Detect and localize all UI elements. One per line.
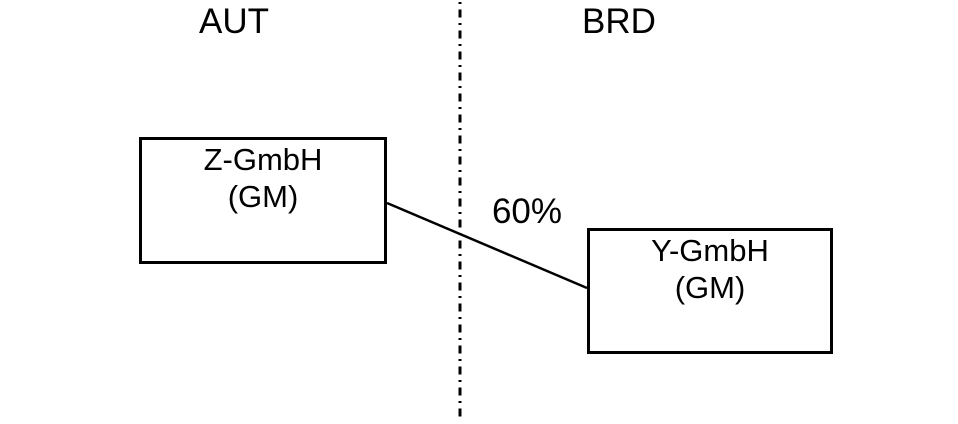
node-y-gmbh: Y-GmbH (GM) xyxy=(587,228,833,354)
region-label-brd: BRD xyxy=(582,2,656,41)
node-z-title: Z-GmbH xyxy=(203,142,323,177)
node-z-gmbh: Z-GmbH (GM) xyxy=(139,137,387,264)
node-y-title: Y-GmbH xyxy=(651,233,769,268)
region-label-aut: AUT xyxy=(199,2,269,41)
ownership-percentage-label: 60% xyxy=(491,192,563,231)
ownership-edge-line xyxy=(386,201,588,290)
node-y-subtitle: (GM) xyxy=(674,270,746,305)
node-z-subtitle: (GM) xyxy=(227,179,299,214)
